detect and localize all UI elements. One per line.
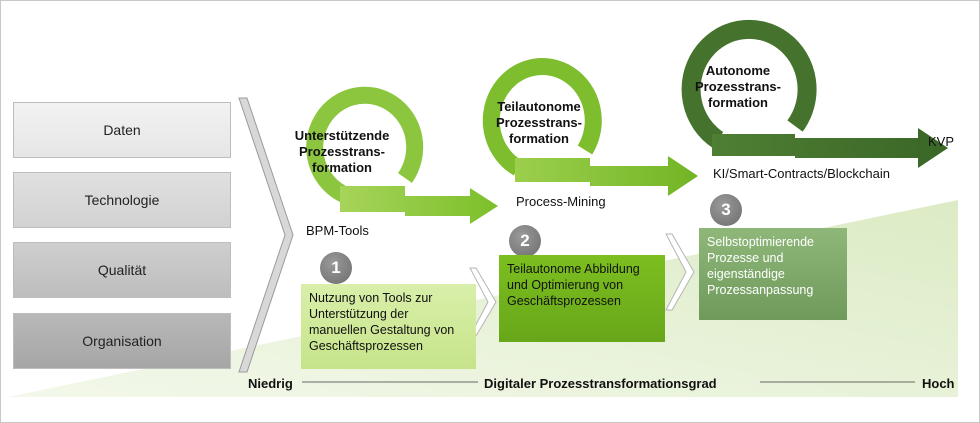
stage3-badge: 3 [710, 194, 742, 226]
factor-qualitaet: Qualität [13, 242, 231, 298]
stage1-arrow [340, 186, 498, 224]
axis-low-label: Niedrig [248, 376, 293, 391]
stage2-ring [482, 58, 602, 176]
stage3-title: Autonome Prozesstrans- formation [695, 63, 781, 110]
factor-technologie: Technologie [13, 172, 231, 228]
stage2-tool: Process-Mining [516, 194, 606, 209]
axis-high-label: Hoch [922, 376, 955, 391]
stage1-badge: 1 [320, 252, 352, 284]
stage3-description: Selbstoptimierende Prozesse und eigenstä… [699, 228, 847, 320]
factor-organisation: Organisation [13, 313, 231, 369]
stage2-badge: 2 [509, 225, 541, 257]
stage3-ring [681, 19, 817, 148]
kvp-label: KVP [928, 134, 955, 149]
stage1-description: Nutzung von Tools zur Unterstützung der … [301, 284, 476, 369]
stage2-title: Teilautonome Prozesstrans- formation [496, 99, 582, 146]
stage3-tool: KI/Smart-Contracts/Blockchain [713, 166, 891, 181]
stage2-arrow [515, 156, 698, 196]
factor-daten: Daten [13, 102, 231, 158]
stage1-tool: BPM-Tools [306, 223, 369, 238]
stage2-chevron [665, 233, 695, 311]
axis-title: Digitaler Prozesstransformationsgrad [484, 376, 717, 391]
stage2-description: Teilautonome Abbildung und Optimierung v… [499, 255, 665, 342]
stage1-title: Unterstützende Prozesstrans- formation [294, 128, 390, 175]
stage3-arrow [712, 128, 948, 168]
factors-chevron [238, 97, 294, 373]
stage1-ring [306, 86, 424, 203]
